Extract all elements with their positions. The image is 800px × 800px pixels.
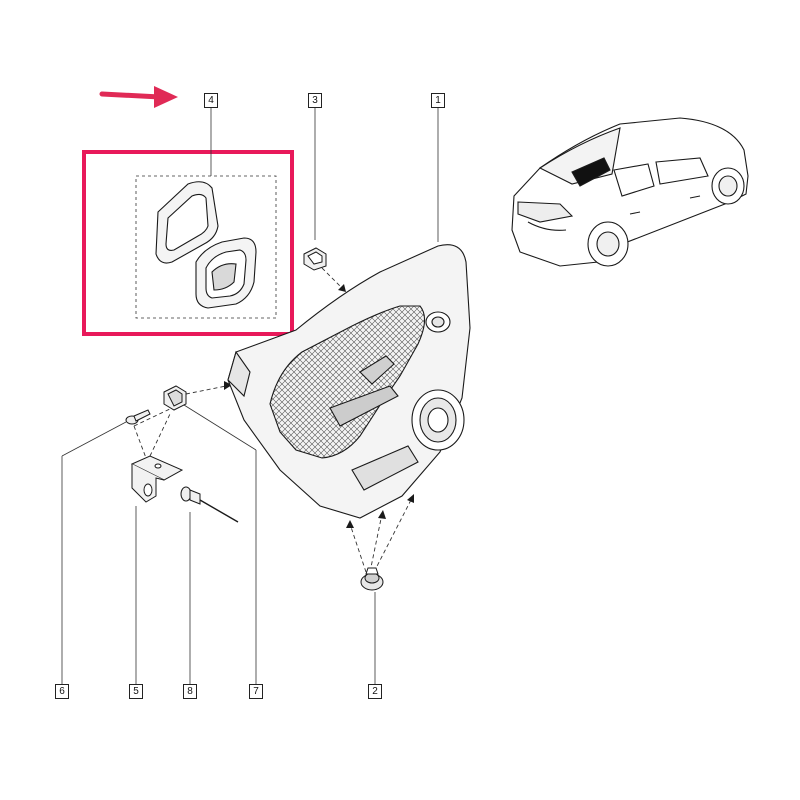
part-2-push-clip xyxy=(360,567,384,591)
assembly-arrowheads xyxy=(224,284,414,528)
part-4-group-box xyxy=(135,175,277,319)
car-illustration xyxy=(511,117,749,267)
callout-5: 5 xyxy=(129,684,143,699)
callout-3: 3 xyxy=(308,93,322,108)
callout-8: 8 xyxy=(183,684,197,699)
callout-2: 2 xyxy=(368,684,382,699)
callout-4: 4 xyxy=(204,93,218,108)
part-1-door-panel xyxy=(227,244,471,519)
assembly-arrows xyxy=(133,267,413,573)
pointer-arrow xyxy=(99,86,178,108)
part-8-rivet xyxy=(180,486,239,523)
callout-6: 6 xyxy=(55,684,69,699)
callout-7: 7 xyxy=(249,684,263,699)
callout-1: 1 xyxy=(431,93,445,108)
leader-lines xyxy=(61,106,439,684)
part-5-bracket xyxy=(130,455,184,503)
highlight-box xyxy=(82,150,294,336)
part-6-screw xyxy=(125,409,151,425)
part-4-handle-bezels xyxy=(155,181,257,309)
part-7-clip xyxy=(163,385,187,411)
part-3-clip xyxy=(303,247,327,271)
